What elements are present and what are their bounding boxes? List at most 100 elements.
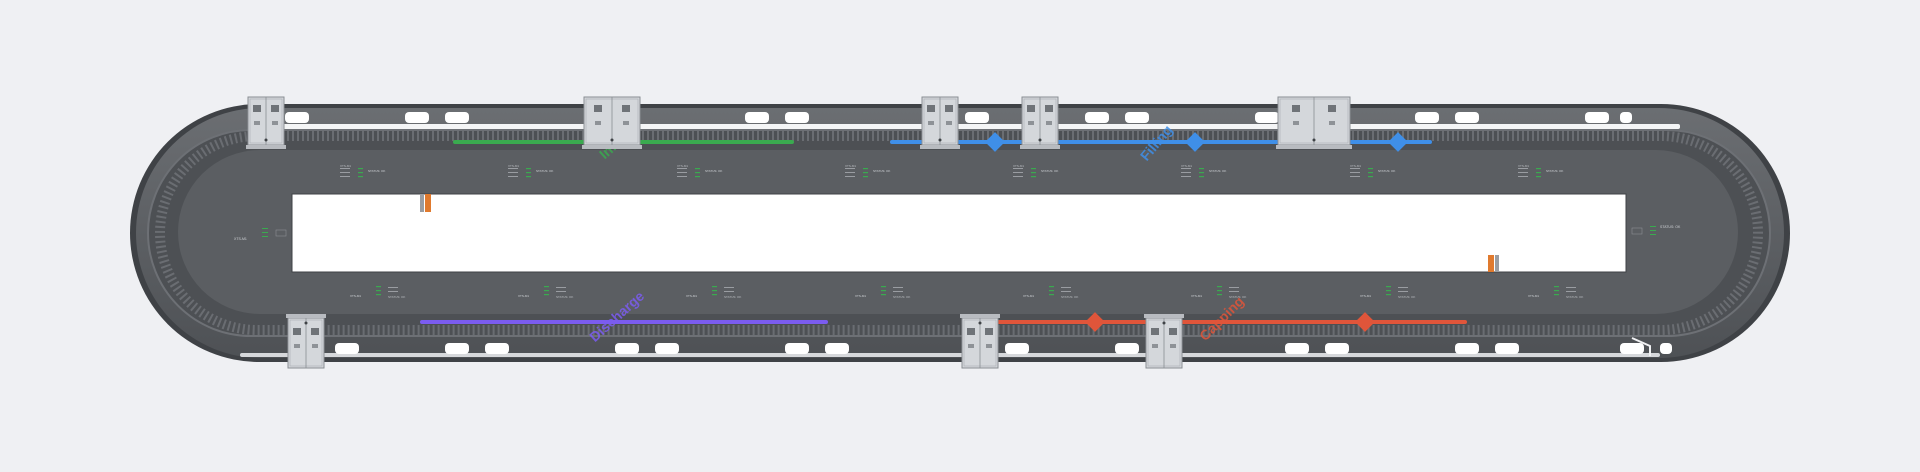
- drive-module-label: XTS-M1: [855, 294, 866, 298]
- drive-module-lower: XTS-M1 STATUS: OK: [1360, 286, 1415, 299]
- drive-module-label: XTS-M1: [350, 294, 361, 298]
- mover[interactable]: [965, 112, 989, 123]
- drive-module-lower: XTS-M1 STATUS: OK: [855, 286, 910, 299]
- tooling-stations: [246, 96, 1352, 369]
- zone-filling-diamond[interactable]: [1388, 132, 1408, 152]
- drive-module-lower: XTS-M1 STATUS: OK: [686, 286, 741, 299]
- drive-module-lower: XTS-M1 STATUS: OK: [1023, 286, 1078, 299]
- tooling-station[interactable]: [920, 96, 960, 149]
- zone-capping-diamond[interactable]: [1085, 312, 1105, 332]
- end-module-right-label: STATUS: OK: [1660, 225, 1681, 229]
- mover[interactable]: [445, 343, 469, 354]
- drive-module-status: STATUS: OK: [536, 169, 553, 173]
- tooling-station[interactable]: [1276, 96, 1352, 149]
- mover[interactable]: [1285, 343, 1309, 354]
- drive-module-label: XTS-M1: [1528, 294, 1539, 298]
- drive-module-status: STATUS: OK: [1229, 295, 1246, 299]
- drive-module-status: STATUS: OK: [556, 295, 573, 299]
- drive-module-status: STATUS: OK: [1041, 169, 1058, 173]
- mover[interactable]: [1585, 112, 1609, 123]
- mover[interactable]: [785, 112, 809, 123]
- mover[interactable]: [335, 343, 359, 354]
- mover[interactable]: [1255, 112, 1279, 123]
- mover[interactable]: [615, 343, 639, 354]
- track-top-rail: [250, 124, 1680, 129]
- tooling-station[interactable]: [286, 314, 326, 369]
- tooling-station[interactable]: [1144, 314, 1184, 369]
- drive-module-status: STATUS: OK: [368, 169, 385, 173]
- drive-module-label: XTS-M1: [508, 164, 519, 168]
- mover[interactable]: [1325, 343, 1349, 354]
- part-lower[interactable]: [1488, 255, 1499, 272]
- mover[interactable]: [285, 112, 309, 123]
- zone-filling-diamond[interactable]: [1185, 132, 1205, 152]
- movers: [285, 112, 1672, 354]
- mover[interactable]: [655, 343, 679, 354]
- end-module-left-label: XTS-M1: [234, 237, 247, 241]
- mover[interactable]: [1125, 112, 1149, 123]
- mover[interactable]: [1620, 112, 1632, 123]
- drive-module-status: STATUS: OK: [1209, 169, 1226, 173]
- end-module-right: STATUS: OK: [1631, 225, 1681, 235]
- drive-module-label: XTS-M1: [1518, 164, 1529, 168]
- drive-module-label: XTS-M1: [686, 294, 697, 298]
- drive-module-status: STATUS: OK: [1398, 295, 1415, 299]
- mover[interactable]: [1415, 112, 1439, 123]
- tooling-station[interactable]: [1020, 96, 1060, 149]
- drive-module-status: STATUS: OK: [1546, 169, 1563, 173]
- drive-module-status: STATUS: OK: [724, 295, 741, 299]
- mover[interactable]: [405, 112, 429, 123]
- end-module-left: XTS-M1: [234, 228, 287, 241]
- mover[interactable]: [745, 112, 769, 123]
- part-lower-body: [1488, 255, 1494, 272]
- drive-module-status: STATUS: OK: [1378, 169, 1395, 173]
- tooling-station[interactable]: [582, 96, 642, 149]
- drive-module-status: STATUS: OK: [705, 169, 722, 173]
- mover[interactable]: [445, 112, 469, 123]
- tooling-station[interactable]: [960, 314, 1000, 369]
- drive-module-status: STATUS: OK: [1061, 295, 1078, 299]
- drive-module-label: XTS-M1: [1013, 164, 1024, 168]
- track-chain-band: [155, 131, 1763, 335]
- drive-module-status: STATUS: OK: [893, 295, 910, 299]
- drive-module-status: STATUS: OK: [388, 295, 405, 299]
- mover[interactable]: [1455, 343, 1479, 354]
- drive-module-label: XTS-M1: [1023, 294, 1034, 298]
- mover[interactable]: [1455, 112, 1479, 123]
- mover[interactable]: [1085, 112, 1109, 123]
- drive-module-lower: XTS-M1 STATUS: OK: [350, 286, 405, 299]
- mover[interactable]: [1660, 343, 1672, 354]
- track-center-cutout-edge: [291, 193, 1627, 273]
- mover[interactable]: [485, 343, 509, 354]
- mover[interactable]: [1495, 343, 1519, 354]
- part-upper[interactable]: [420, 194, 431, 212]
- drive-module-label: XTS-M1: [845, 164, 856, 168]
- drive-module-label: XTS-M1: [1181, 164, 1192, 168]
- drive-module-label: XTS-M1: [677, 164, 688, 168]
- part-upper-body: [425, 194, 431, 212]
- mover[interactable]: [825, 343, 849, 354]
- drive-module-status: STATUS: OK: [873, 169, 890, 173]
- mover[interactable]: [1115, 343, 1139, 354]
- mover[interactable]: [785, 343, 809, 354]
- mover[interactable]: [1005, 343, 1029, 354]
- tooling-station[interactable]: [246, 96, 286, 149]
- drive-module-lower: XTS-M1 STATUS: OK: [1528, 286, 1583, 299]
- drive-module-status: STATUS: OK: [1566, 295, 1583, 299]
- drive-module-label: XTS-M1: [1360, 294, 1371, 298]
- drive-module-label: XTS-M1: [340, 164, 351, 168]
- zone-capping-diamond[interactable]: [1355, 312, 1375, 332]
- mover[interactable]: [1620, 343, 1644, 354]
- track-end-marker: [1631, 337, 1651, 356]
